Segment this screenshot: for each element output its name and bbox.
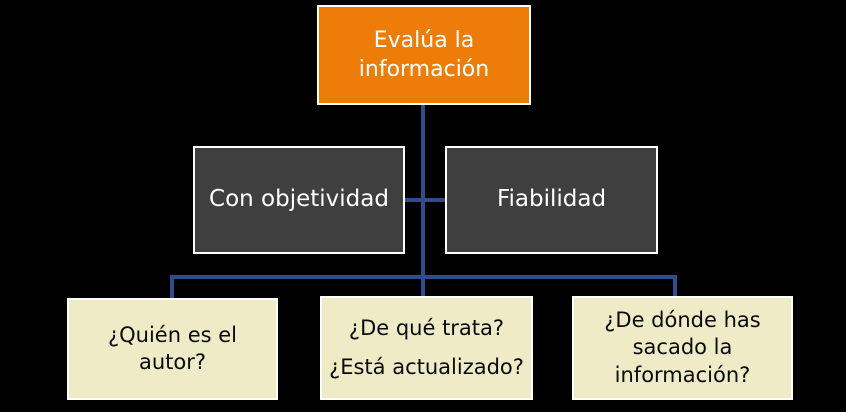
node-quien-es-el-autor: ¿Quién es el autor? xyxy=(67,298,278,400)
node-label: Fiabilidad xyxy=(496,186,607,213)
node-de-donde-has-sacado: ¿De dónde has sacado la información? xyxy=(572,296,793,400)
node-label: ¿Quién es el autor? xyxy=(107,322,237,374)
node-fiabilidad: Fiabilidad xyxy=(445,146,658,254)
node-label: Evalúa la información xyxy=(358,27,490,82)
connector-level2-horizontal xyxy=(405,198,445,202)
node-label: Con objetividad xyxy=(209,186,389,213)
node-evalua-la-informacion: Evalúa la información xyxy=(317,5,531,105)
connector-left-drop xyxy=(170,275,174,299)
node-label: ¿De dónde has sacado la información? xyxy=(604,308,761,387)
node-label-line-2: ¿Está actualizado? xyxy=(329,354,524,379)
connector-right-drop xyxy=(673,275,677,297)
connector-level3-span xyxy=(170,275,677,279)
node-de-que-trata: ¿De qué trata? ¿Está actualizado? xyxy=(320,296,533,400)
node-label-line-1: ¿De qué trata? xyxy=(348,316,505,341)
node-con-objetividad: Con objetividad xyxy=(193,146,405,254)
